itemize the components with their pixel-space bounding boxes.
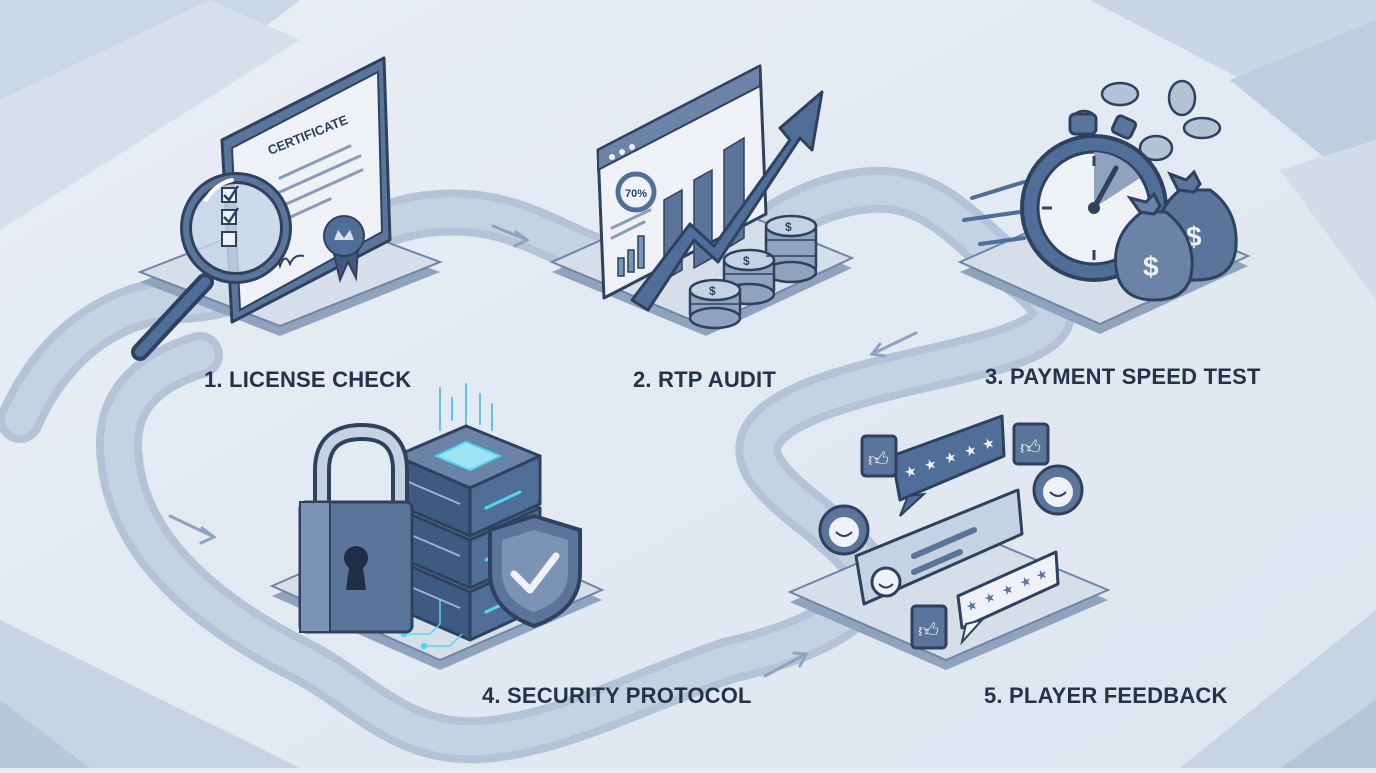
step-5-player-feedback: ★ ★ ★ ★ ★ ★ ★ ★ ★ ★ [787, 414, 1111, 670]
svg-text:★: ★ [1000, 581, 1016, 599]
svg-text:$: $ [709, 284, 716, 298]
seal-icon [323, 215, 365, 284]
step-2-label: 2. RTP AUDIT [633, 367, 776, 392]
thumbs-up-icon: 👍︎ [1012, 422, 1050, 466]
winding-path [0, 166, 1075, 764]
avatar-icon [1032, 464, 1084, 516]
step-3-label: 3. PAYMENT SPEED TEST [985, 364, 1261, 389]
star-rating-icon: ★ ★ ★ ★ ★ [902, 434, 997, 481]
arrow-right-icon [168, 514, 217, 545]
svg-text:👍︎: 👍︎ [1020, 437, 1041, 459]
star-rating-icon: ★ ★ ★ ★ ★ [964, 566, 1050, 615]
svg-text:★: ★ [1018, 573, 1034, 591]
step-2-rtp-audit: 70% [549, 64, 855, 336]
svg-text:★: ★ [902, 462, 919, 481]
rtp-gauge-label: 70% [625, 188, 647, 200]
trend-arrow-icon [630, 90, 824, 312]
svg-text:👍︎: 👍︎ [868, 449, 889, 471]
step-1-license-check: CERTIFICATE [131, 56, 443, 361]
arrow-left-icon [869, 331, 918, 358]
gauge-icon: 70% [615, 171, 657, 213]
browser-window-icon: 70% [596, 64, 768, 300]
arrow-right-icon [491, 224, 530, 248]
step-1-label: 1. LICENSE CHECK [204, 367, 412, 392]
svg-text:$: $ [743, 254, 750, 268]
svg-text:★: ★ [980, 434, 997, 453]
svg-text:👍︎: 👍︎ [918, 620, 939, 642]
floating-coins-icon [1070, 79, 1222, 162]
review-bubble-icon: ★ ★ ★ ★ ★ [890, 414, 1006, 517]
svg-text:★: ★ [964, 597, 980, 615]
thumbs-up-icon: 👍︎ [860, 434, 898, 478]
arrow-right-icon [763, 651, 809, 678]
step-5-label: 5. PLAYER FEEDBACK [984, 683, 1228, 708]
thumbs-up-icon: 👍︎ [910, 604, 948, 650]
step-4-security-protocol [269, 383, 605, 670]
svg-text:★: ★ [962, 441, 979, 460]
svg-text:$: $ [1143, 251, 1159, 282]
data-stream-lines [439, 383, 493, 433]
rating-bubble-icon: ★ ★ ★ ★ ★ [956, 550, 1060, 646]
svg-text:★: ★ [982, 589, 998, 607]
svg-text:★: ★ [942, 448, 959, 467]
shield-icon [488, 513, 582, 629]
money-bag-icon: $ $ [1114, 169, 1238, 302]
svg-text:★: ★ [922, 455, 939, 474]
step-3-payment-speed-test: $ $ [957, 79, 1251, 334]
avatar-icon [818, 504, 870, 556]
coin-stacks-icon: $ $ $ [688, 214, 818, 330]
magnifier-icon [131, 172, 292, 361]
circuit-lines [400, 600, 463, 650]
svg-text:★: ★ [1034, 566, 1050, 584]
padlock-icon [298, 422, 414, 634]
svg-text:$: $ [785, 220, 792, 234]
direction-arrows [168, 224, 918, 678]
comment-bubble-icon [854, 488, 1024, 606]
step-4-label: 4. SECURITY PROTOCOL [482, 683, 752, 708]
speed-lines [962, 180, 1026, 246]
